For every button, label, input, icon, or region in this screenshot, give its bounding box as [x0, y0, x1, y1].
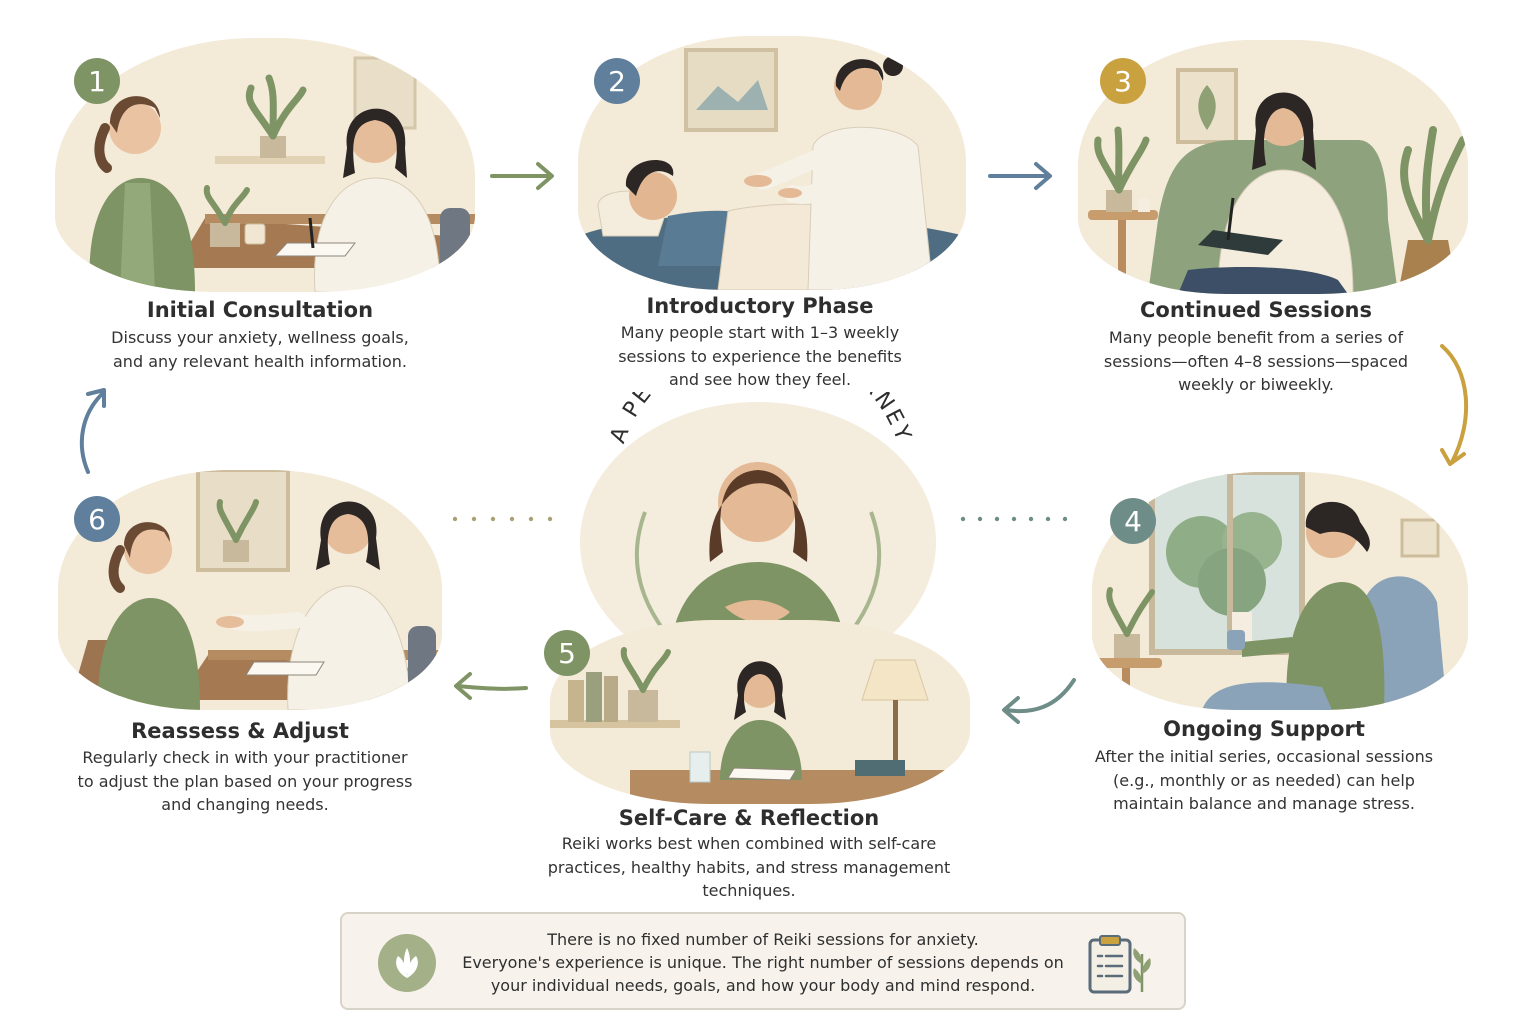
scene-initial-consultation — [55, 38, 475, 292]
desk-journaling-illustration — [550, 620, 970, 804]
scene-self-care-reflection — [550, 620, 970, 804]
description-line: and any relevant health information. — [113, 351, 407, 371]
step-description-initial-consultation: Discuss your anxiety, wellness goals, an… — [60, 326, 460, 373]
arrow-step3-to-step4 — [1440, 344, 1469, 466]
step-title-introductory-phase: Introductory Phase — [646, 294, 874, 318]
arrow-step1-to-step2 — [490, 162, 554, 190]
note-line: your individual needs, goals, and how yo… — [490, 976, 1036, 995]
description-line: Discuss your anxiety, wellness goals, — [111, 328, 409, 347]
step-title-continued-sessions: Continued Sessions — [1140, 298, 1372, 322]
description-line: maintain balance and manage stress. — [1113, 794, 1415, 813]
clipboard-icon — [1088, 935, 1151, 994]
description-line: (e.g., monthly or as needed) can help — [1113, 770, 1415, 790]
leaf-icon — [378, 934, 436, 992]
step-title-self-care-reflection: Self-Care & Reflection — [618, 806, 880, 830]
step-title-ongoing-support: Ongoing Support — [1163, 717, 1365, 741]
scene-reassess-adjust — [58, 470, 442, 710]
arrow-step2-to-step3 — [988, 162, 1052, 190]
step-number-badge-6: 6 — [74, 496, 120, 542]
description-line: After the initial series, occasional ses… — [1094, 747, 1434, 766]
relaxing-armchair-illustration — [1092, 472, 1468, 710]
step-number-badge-4: 4 — [1110, 498, 1156, 544]
description-line: practices, healthy habits, and stress ma… — [547, 857, 951, 877]
description-line: weekly or biweekly. — [1178, 375, 1334, 394]
description-line: Reiki works best when combined with self… — [561, 834, 937, 853]
dotted-connector-left — [452, 516, 553, 522]
step-description-self-care-reflection: Reiki works best when combined with self… — [529, 832, 969, 903]
step-title-initial-consultation: Initial Consultation — [146, 298, 374, 322]
note-text: There is no fixed number of Reiki sessio… — [442, 928, 1084, 997]
description-line: and see how they feel. — [668, 370, 852, 389]
step-description-reassess-adjust: Regularly check in with your practitione… — [40, 746, 450, 817]
description-line: techniques. — [702, 881, 796, 900]
scene-ongoing-support — [1092, 472, 1468, 710]
description-line: and changing needs. — [161, 795, 329, 814]
note-line: Everyone's experience is unique. The rig… — [462, 953, 1064, 972]
description-line: Many people start with 1–3 weekly — [620, 323, 900, 342]
step-description-ongoing-support: After the initial series, occasional ses… — [1064, 745, 1464, 816]
step-description-introductory-phase: Many people start with 1–3 weekly sessio… — [560, 321, 960, 392]
note-box: There is no fixed number of Reiki sessio… — [340, 912, 1186, 1010]
reiki-session-illustration — [578, 36, 966, 290]
scene-introductory-phase — [578, 36, 966, 290]
description-line: Many people benefit from a series of — [1108, 328, 1404, 347]
description-line: to adjust the plan based on your progres… — [77, 771, 413, 791]
reassess-conversation-illustration — [58, 470, 442, 710]
consultation-illustration — [55, 38, 475, 292]
step-number-badge-1: 1 — [74, 58, 120, 104]
description-line: sessions—often 4–8 sessions—spaced — [1103, 351, 1409, 371]
arrow-step4-to-step5 — [1002, 678, 1076, 724]
description-line: sessions to experience the benefits — [618, 346, 902, 366]
note-line: There is no fixed number of Reiki sessio… — [547, 930, 979, 949]
step-number-badge-3: 3 — [1100, 58, 1146, 104]
dotted-connector-right — [960, 516, 1068, 522]
step-number-badge-2: 2 — [594, 58, 640, 104]
description-line: Regularly check in with your practitione… — [82, 748, 408, 767]
arrow-step6-to-step1 — [79, 388, 106, 474]
step-title-reassess-adjust: Reassess & Adjust — [131, 719, 349, 743]
step-description-continued-sessions: Many people benefit from a series of ses… — [1056, 326, 1456, 397]
step-number-badge-5: 5 — [544, 630, 590, 676]
arrow-step5-to-step6 — [454, 672, 528, 700]
